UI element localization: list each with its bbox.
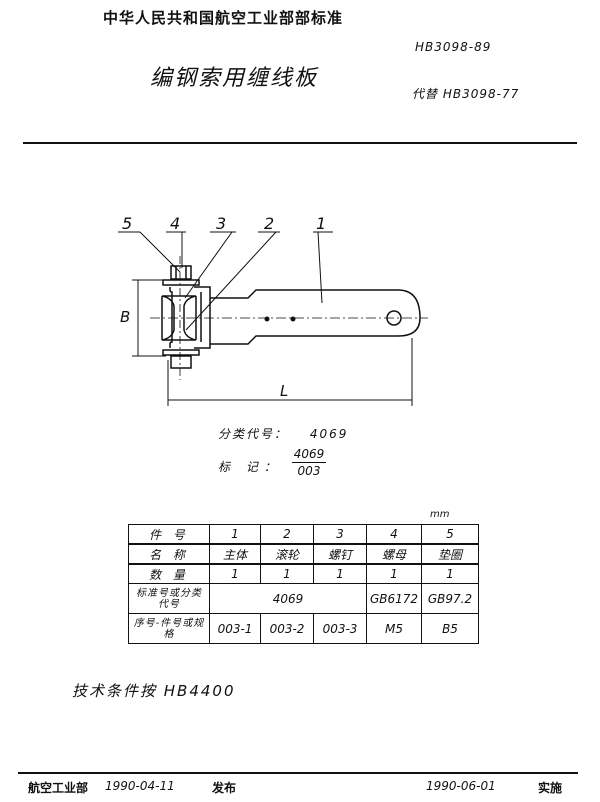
- table-cell: 1: [260, 563, 314, 584]
- callout-3: 3: [216, 214, 226, 233]
- classification-code: 4069: [309, 427, 349, 441]
- table-cell: 003-3: [313, 613, 367, 644]
- table-cell: 主体: [209, 543, 261, 565]
- row-head: 名 称: [128, 543, 210, 565]
- rivet-holes: [264, 316, 296, 322]
- marking-fraction: 4069 003: [292, 447, 326, 478]
- table-row: 名 称 主体 滚轮 螺钉 螺母 垫圈: [128, 543, 479, 565]
- table-cell: 螺钉: [313, 543, 367, 565]
- technical-conditions: 技术条件按 HB4400: [72, 682, 236, 700]
- table-cell: GB6172: [366, 583, 422, 614]
- dimension-b: [132, 279, 166, 357]
- table-cell: 4: [366, 524, 422, 545]
- table-cell: 1: [209, 524, 261, 545]
- callout-leaders: [118, 231, 333, 331]
- table-row: 件 号 1 2 3 4 5: [128, 524, 479, 545]
- footer-issue-date: 1990-04-11: [105, 779, 175, 793]
- technical-drawing: 5 4 3 2 1 B: [118, 214, 428, 406]
- classification-line: 分类代号： 4069: [218, 425, 348, 442]
- dimension-l: [167, 338, 413, 406]
- table-cell: 003-1: [209, 613, 261, 644]
- row-head: 数 量: [128, 563, 210, 584]
- table-cell: GB97.2: [421, 583, 479, 614]
- table-cell: 3: [313, 524, 367, 545]
- part-outline: [161, 265, 421, 369]
- table-cell: M5: [366, 613, 422, 644]
- callout-5: 5: [122, 214, 132, 233]
- marking-denominator: 003: [297, 464, 321, 478]
- callout-2: 2: [264, 214, 274, 233]
- table-row: 序号-件号或规格 003-1 003-2 003-3 M5 B5: [128, 613, 479, 644]
- standard-number: HB3098-89: [415, 40, 492, 54]
- table-cell: 1: [421, 563, 479, 584]
- replaces-standard: 代替 HB3098-77: [412, 87, 520, 101]
- footer-divider: [18, 772, 578, 774]
- table-cell: 2: [260, 524, 314, 545]
- units-label: mm: [430, 509, 450, 520]
- standard-org-title: 中华人民共和国航空工业部部标准: [103, 9, 344, 27]
- classification-label: 分类代号：: [218, 427, 289, 441]
- table-row: 数 量 1 1 1 1 1: [128, 563, 479, 584]
- footer-issuer: 航空工业部: [28, 781, 89, 795]
- row-head: 标准号或分类代号: [128, 583, 210, 614]
- marking-numerator: 4069: [292, 447, 326, 463]
- table-cell: 1: [366, 563, 422, 584]
- dimension-b-label: B: [120, 308, 130, 326]
- footer-issue-label: 发布: [212, 781, 237, 795]
- table-cell: 1: [209, 563, 261, 584]
- parts-table: 件 号 1 2 3 4 5 名 称 主体 滚轮 螺钉 螺母 垫圈 数 量 1 1…: [128, 524, 479, 644]
- row-head: 序号-件号或规格: [128, 613, 210, 644]
- header-divider: [23, 142, 577, 144]
- dimension-l-label: L: [280, 382, 288, 400]
- footer-effective-label: 实施: [538, 781, 563, 795]
- document-title: 编钢索用缠线板: [150, 66, 319, 91]
- table-cell: B5: [421, 613, 479, 644]
- callout-1: 1: [316, 214, 326, 233]
- table-row: 标准号或分类代号 4069 GB6172 GB97.2: [128, 583, 479, 614]
- table-cell: 螺母: [366, 543, 422, 565]
- footer-effective-date: 1990-06-01: [426, 779, 496, 793]
- table-cell-merged: 4069: [209, 583, 367, 614]
- table-cell: 滚轮: [260, 543, 314, 565]
- table-cell: 垫圈: [421, 543, 479, 565]
- marking-label: 标 记：: [218, 460, 282, 474]
- row-head: 件 号: [128, 524, 210, 545]
- table-cell: 1: [313, 563, 367, 584]
- callout-4: 4: [170, 214, 180, 233]
- table-cell: 5: [421, 524, 479, 545]
- table-cell: 003-2: [260, 613, 314, 644]
